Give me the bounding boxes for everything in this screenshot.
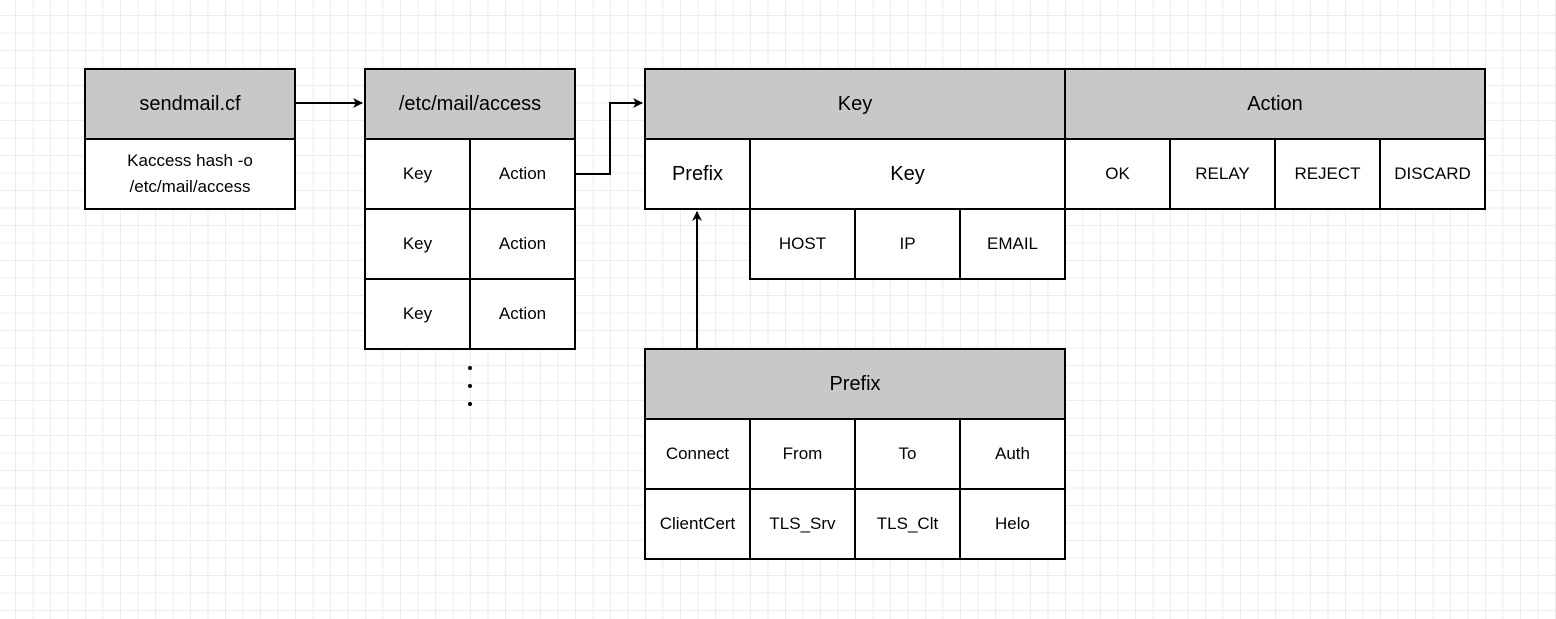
action-label: RELAY bbox=[1195, 164, 1250, 183]
key-type-label: EMAIL bbox=[986, 234, 1039, 253]
access-action-label: Action bbox=[498, 304, 547, 323]
prefix-tls-srv: TLS_Srv bbox=[749, 488, 856, 560]
prefix-label: TLS_Srv bbox=[769, 514, 836, 533]
access-key-label: Key bbox=[402, 304, 433, 323]
prefix-to: To bbox=[854, 418, 961, 490]
key-prefix-cell: Prefix bbox=[644, 138, 751, 210]
config-line-1: Kaccess hash -o bbox=[127, 151, 253, 170]
action-reject: REJECT bbox=[1274, 138, 1381, 210]
access-row-2-action: Action bbox=[469, 208, 576, 280]
key-type-host: HOST bbox=[749, 208, 856, 280]
key-header-title: Key bbox=[837, 93, 873, 115]
action-discard: DISCARD bbox=[1379, 138, 1486, 210]
access-row-3-key: Key bbox=[364, 278, 471, 350]
config-line-2: /etc/mail/access bbox=[129, 177, 251, 196]
action-ok: OK bbox=[1064, 138, 1171, 210]
action-label: DISCARD bbox=[1394, 164, 1471, 183]
sendmail-cf-title: sendmail.cf bbox=[139, 93, 241, 115]
access-key-label: Key bbox=[402, 234, 433, 253]
access-action-label: Action bbox=[498, 234, 547, 253]
prefix-header-title: Prefix bbox=[829, 373, 881, 395]
prefix-header: Prefix bbox=[644, 348, 1066, 420]
key-type-label: IP bbox=[899, 234, 916, 253]
prefix-auth: Auth bbox=[959, 418, 1066, 490]
vertical-ellipsis-icon bbox=[463, 366, 477, 406]
key-type-email: EMAIL bbox=[959, 208, 1066, 280]
action-relay: RELAY bbox=[1169, 138, 1276, 210]
prefix-label: From bbox=[782, 444, 823, 463]
access-key-label: Key bbox=[402, 164, 433, 183]
action-header: Action bbox=[1064, 68, 1486, 140]
access-to-key-arrow bbox=[576, 98, 643, 175]
access-row-2-key: Key bbox=[364, 208, 471, 280]
prefix-label: TLS_Clt bbox=[876, 514, 939, 533]
access-row-3-action: Action bbox=[469, 278, 576, 350]
prefix-label: ClientCert bbox=[659, 514, 736, 533]
prefix-label: To bbox=[898, 444, 917, 463]
key-type-label: HOST bbox=[778, 234, 827, 253]
prefix-label: Helo bbox=[995, 514, 1030, 533]
prefix-label: Auth bbox=[995, 444, 1030, 463]
key-prefix-label: Prefix bbox=[671, 163, 724, 185]
action-label: REJECT bbox=[1294, 164, 1361, 183]
key-key-label: Key bbox=[890, 163, 925, 185]
action-label: OK bbox=[1105, 164, 1130, 183]
sendmail-cf-config: Kaccess hash -o /etc/mail/access bbox=[84, 138, 296, 210]
prefix-label: Connect bbox=[665, 444, 730, 463]
prefix-helo: Helo bbox=[959, 488, 1066, 560]
sendmail-cf-header: sendmail.cf bbox=[84, 68, 296, 140]
action-header-title: Action bbox=[1247, 93, 1303, 115]
prefix-clientcert: ClientCert bbox=[644, 488, 751, 560]
access-file-title: /etc/mail/access bbox=[398, 93, 542, 115]
access-row-1-action: Action bbox=[469, 138, 576, 210]
access-action-label: Action bbox=[498, 164, 547, 183]
